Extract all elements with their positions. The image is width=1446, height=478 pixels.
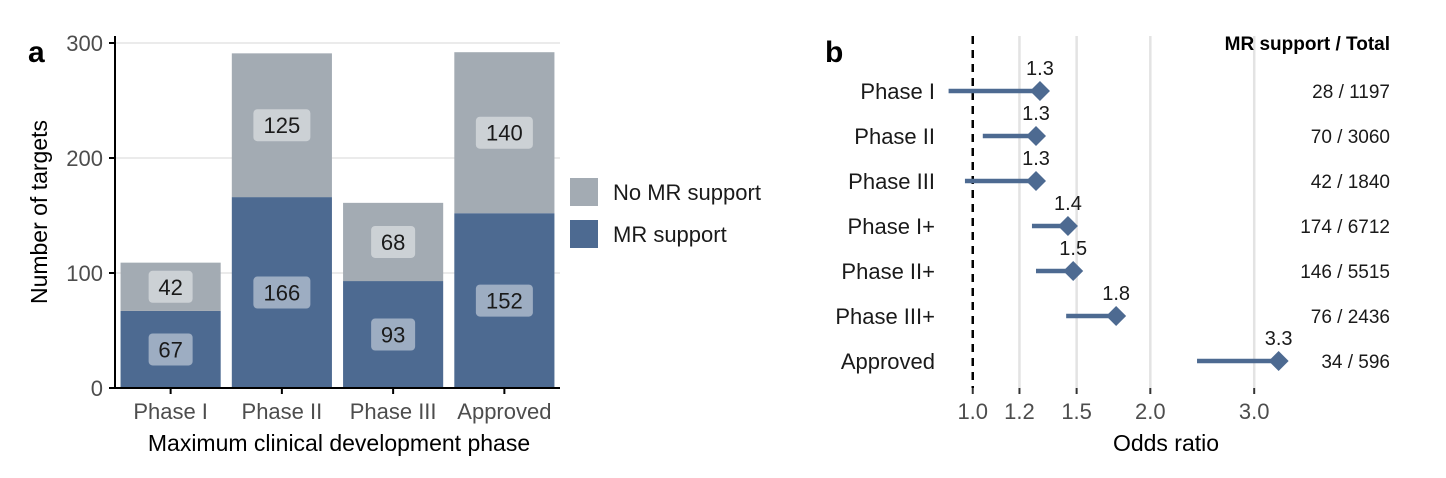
segment-label-box xyxy=(253,276,311,309)
y-tick-label: 300 xyxy=(66,31,103,56)
segment-label-box xyxy=(371,225,416,258)
segment-value-label: 68 xyxy=(381,230,405,255)
bar-segment-no-mr-support xyxy=(343,202,444,282)
panel-a-bars xyxy=(120,52,555,388)
segment-label-box xyxy=(148,270,193,303)
segment-value-label: 67 xyxy=(158,337,182,362)
row-label: Phase III xyxy=(848,169,935,194)
odds-ratio-point xyxy=(1063,261,1084,281)
x-tick-label: 1.5 xyxy=(1061,399,1092,424)
panel-a-x-ticks: Phase I Phase II Phase III Approved xyxy=(133,388,551,424)
panel-a-legend: No MR support MR support xyxy=(570,178,761,248)
bar-segment-no-mr-support xyxy=(120,262,221,311)
row-label: Phase III+ xyxy=(835,304,935,329)
row-label: Phase I xyxy=(860,79,935,104)
y-tick-label: 200 xyxy=(66,146,103,171)
x-tick-label: Approved xyxy=(457,399,551,424)
panel-b-count-header: MR support / Total xyxy=(1225,34,1390,55)
segment-value-label: 166 xyxy=(264,281,301,306)
count-label: 76 / 2436 xyxy=(1311,307,1390,328)
segment-label-box xyxy=(371,318,416,351)
panel-a: a 67 42 166 125 93 68 152 140 0 100 200 300 Phase … xyxy=(26,31,761,456)
panel-a-y-ticks: 0 100 200 300 xyxy=(66,31,115,401)
panel-a-label: a xyxy=(28,36,45,69)
x-tick-label: Phase III xyxy=(350,399,437,424)
bar-segment-mr-support xyxy=(343,281,444,388)
panel-a-x-axis-title: Maximum clinical development phase xyxy=(148,430,530,456)
legend-swatch xyxy=(570,178,598,206)
x-tick-label: 2.0 xyxy=(1135,399,1166,424)
bar-segment-no-mr-support xyxy=(231,53,332,198)
panel-b-row-labels: Phase I Phase II Phase III Phase I+ Phase II… xyxy=(835,79,935,374)
x-tick-label: 1.2 xyxy=(1004,399,1035,424)
count-label: 34 / 596 xyxy=(1321,352,1390,373)
bar-segment-mr-support xyxy=(454,213,555,388)
y-tick-label: 100 xyxy=(66,261,103,286)
segment-label-box xyxy=(148,333,193,366)
panel-b-label: b xyxy=(825,36,843,69)
panel-a-segment-labels: 67 42 166 125 93 68 152 140 xyxy=(148,109,533,366)
odds-ratio-label: 1.3 xyxy=(1026,58,1054,80)
bar-segment-mr-support xyxy=(231,197,332,388)
legend-label: MR support xyxy=(613,222,727,247)
segment-value-label: 42 xyxy=(158,275,182,300)
segment-label-box xyxy=(253,109,311,142)
x-tick-label: Phase II xyxy=(242,399,323,424)
count-label: 70 / 3060 xyxy=(1311,127,1390,148)
legend-swatch xyxy=(570,220,598,248)
row-label: Approved xyxy=(841,349,935,374)
panel-b-marks: 1.3 1.3 1.3 1.4 1.5 1.8 3.3 xyxy=(948,58,1293,371)
segment-value-label: 152 xyxy=(486,289,523,314)
row-label: Phase I+ xyxy=(848,214,935,239)
bar-segment-no-mr-support xyxy=(454,52,555,214)
segment-value-label: 125 xyxy=(264,113,301,138)
count-label: 28 / 1197 xyxy=(1312,82,1390,103)
row-label: Phase II xyxy=(854,124,935,149)
odds-ratio-label: 1.5 xyxy=(1059,238,1087,260)
odds-ratio-point xyxy=(1268,351,1289,371)
odds-ratio-point xyxy=(1029,81,1050,101)
segment-value-label: 93 xyxy=(381,323,405,348)
odds-ratio-label: 3.3 xyxy=(1265,328,1293,350)
odds-ratio-point xyxy=(1025,126,1046,146)
legend-label: No MR support xyxy=(613,180,761,205)
row-label: Phase II+ xyxy=(841,259,935,284)
bar-segment-mr-support xyxy=(120,310,221,388)
odds-ratio-label: 1.8 xyxy=(1102,283,1130,305)
panel-b-x-axis-title: Odds ratio xyxy=(1113,430,1219,456)
segment-value-label: 140 xyxy=(486,121,523,146)
odds-ratio-point xyxy=(1106,306,1127,326)
panel-b-counts: 28 / 1197 70 / 3060 42 / 1840 174 / 6712 146… xyxy=(1300,82,1390,373)
panel-b-x-ticks: 1.0 1.2 1.5 2.0 3.0 xyxy=(957,388,1269,424)
x-tick-label: 3.0 xyxy=(1239,399,1270,424)
odds-ratio-label: 1.4 xyxy=(1054,193,1082,215)
segment-label-box xyxy=(475,116,533,149)
count-label: 146 / 5515 xyxy=(1300,262,1390,283)
segment-label-box xyxy=(475,284,533,317)
panel-b-gridlines xyxy=(1018,36,1256,388)
count-label: 42 / 1840 xyxy=(1311,172,1390,193)
x-tick-label: 1.0 xyxy=(957,399,988,424)
odds-ratio-point xyxy=(1025,171,1046,191)
count-label: 174 / 6712 xyxy=(1300,217,1390,238)
odds-ratio-label: 1.3 xyxy=(1022,148,1050,170)
odds-ratio-point xyxy=(1057,216,1078,236)
x-tick-label: Phase I xyxy=(133,399,208,424)
panel-a-y-axis-title: Number of targets xyxy=(26,120,52,304)
odds-ratio-label: 1.3 xyxy=(1022,103,1050,125)
y-tick-label: 0 xyxy=(91,376,103,401)
